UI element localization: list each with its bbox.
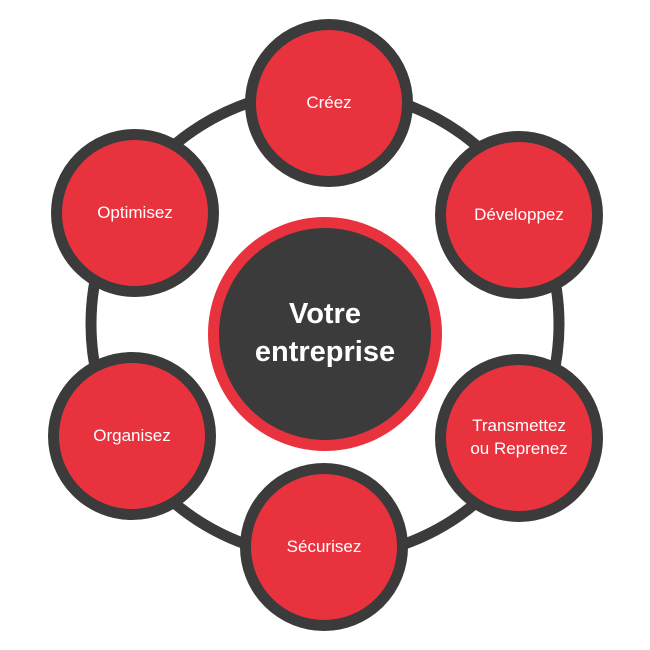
node-developpez[interactable]: Développez <box>435 131 603 299</box>
node-label: Optimisez <box>97 202 173 222</box>
node-label: Développez <box>474 204 564 224</box>
node-transmettez[interactable]: Transmettez ou Reprenez <box>435 354 603 522</box>
center-hub: Votre entreprise <box>208 217 442 451</box>
center-label: Votre entreprise <box>254 298 396 368</box>
node-label: Organisez <box>93 425 171 445</box>
node-securisez[interactable]: Sécurisez <box>240 463 408 631</box>
node-organisez[interactable]: Organisez <box>48 352 216 520</box>
node-label: Créez <box>306 92 352 112</box>
node-optimisez[interactable]: Optimisez <box>51 129 219 297</box>
node-creez[interactable]: Créez <box>245 19 413 187</box>
node-label: Transmettez ou Reprenez <box>470 416 568 458</box>
node-label: Sécurisez <box>286 536 362 556</box>
